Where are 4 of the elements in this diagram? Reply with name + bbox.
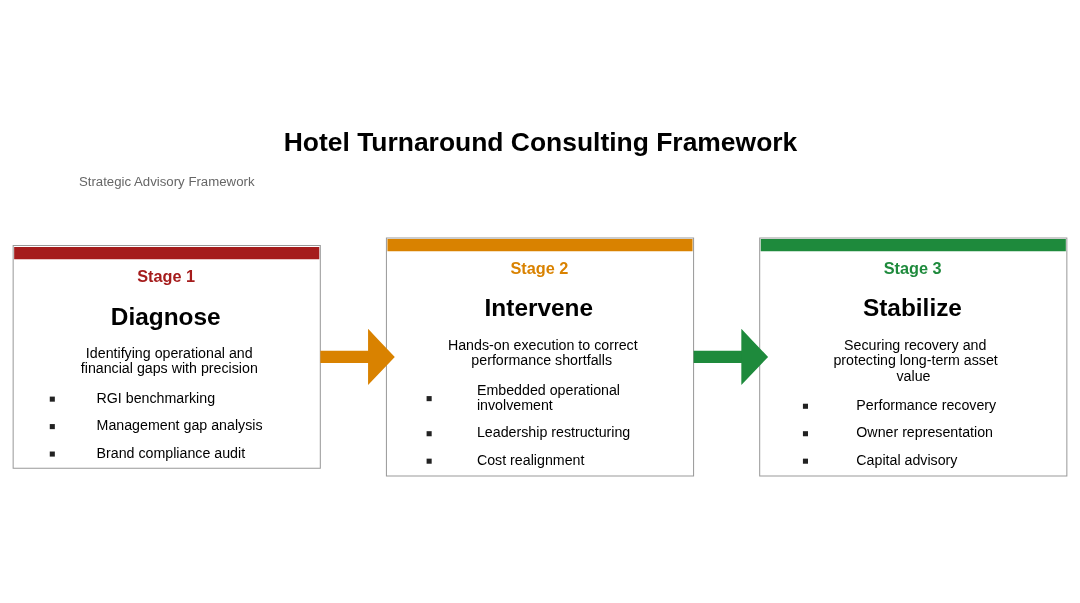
arrow — [693, 328, 769, 386]
diagram-title: Hotel Turnaround Consulting Framework — [283, 127, 798, 158]
label: Strategic Advisory Framework — [78, 174, 255, 190]
arrow — [320, 328, 395, 385]
